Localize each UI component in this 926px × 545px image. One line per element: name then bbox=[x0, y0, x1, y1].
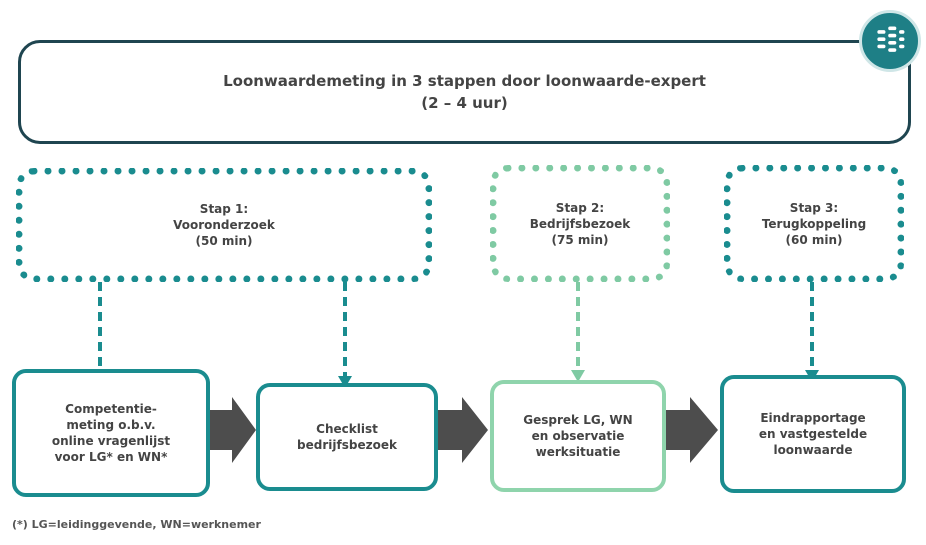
activity-4-line: loonwaarde bbox=[773, 443, 853, 457]
flow-arrow-2 bbox=[438, 397, 488, 463]
header-box: Loonwaardemeting in 3 stappen door loonw… bbox=[18, 40, 911, 144]
step-1-label: Stap 1: bbox=[199, 202, 249, 216]
footnote: (*) LG=leidinggevende, WN=werknemer bbox=[12, 518, 261, 531]
activity-3-line: Gesprek LG, WN bbox=[523, 413, 633, 427]
activity-2-box: Checklist bedrijfsbezoek bbox=[256, 383, 438, 491]
step-3-label: Stap 3: bbox=[789, 200, 839, 215]
activity-1-line: meting o.b.v. bbox=[66, 418, 156, 432]
activity-3-box: Gesprek LG, WN en observatie werksituati… bbox=[490, 380, 666, 492]
activity-3-line: werksituatie bbox=[535, 445, 621, 459]
step-2-box: Stap 2: Bedrijfsbezoek (75 min) bbox=[490, 165, 670, 282]
activity-1-line: voor LG* en WN* bbox=[54, 450, 168, 464]
activity-1-line: online vragenlijst bbox=[51, 434, 171, 448]
header-duration: (2 – 4 uur) bbox=[421, 94, 508, 112]
activity-3-line: en observatie bbox=[531, 429, 625, 443]
step-2-title: Bedrijfsbezoek bbox=[529, 216, 631, 231]
step-1-box: Stap 1: Vooronderzoek (50 min) bbox=[16, 168, 432, 282]
step-3-box: Stap 3: Terugkoppeling (60 min) bbox=[724, 165, 904, 282]
step-2-label: Stap 2: bbox=[555, 200, 605, 215]
activity-2-line: bedrijfsbezoek bbox=[297, 438, 397, 452]
step-2-duration: (75 min) bbox=[551, 232, 609, 247]
activity-4-line: Eindrapportage bbox=[760, 411, 866, 425]
activity-2-line: Checklist bbox=[316, 422, 378, 436]
flow-arrow-3 bbox=[665, 397, 718, 463]
step-1-duration: (50 min) bbox=[195, 234, 253, 248]
activity-4-box: Eindrapportage en vastgestelde loonwaard… bbox=[720, 375, 906, 493]
activity-1-box: Competentie- meting o.b.v. online vragen… bbox=[12, 369, 210, 497]
step-3-title: Terugkoppeling bbox=[761, 216, 867, 231]
step-1-title: Vooronderzoek bbox=[173, 218, 275, 232]
header-title: Loonwaardemeting in 3 stappen door loonw… bbox=[223, 72, 706, 90]
arrowhead-activity3 bbox=[571, 370, 585, 382]
activity-4-line: en vastgestelde bbox=[758, 427, 868, 441]
flow-arrow-1 bbox=[209, 397, 256, 463]
arrowhead-activity2 bbox=[338, 376, 352, 388]
app-logo-icon bbox=[859, 10, 921, 72]
activity-1-line: Competentie- bbox=[65, 402, 157, 416]
step-3-duration: (60 min) bbox=[785, 232, 843, 247]
